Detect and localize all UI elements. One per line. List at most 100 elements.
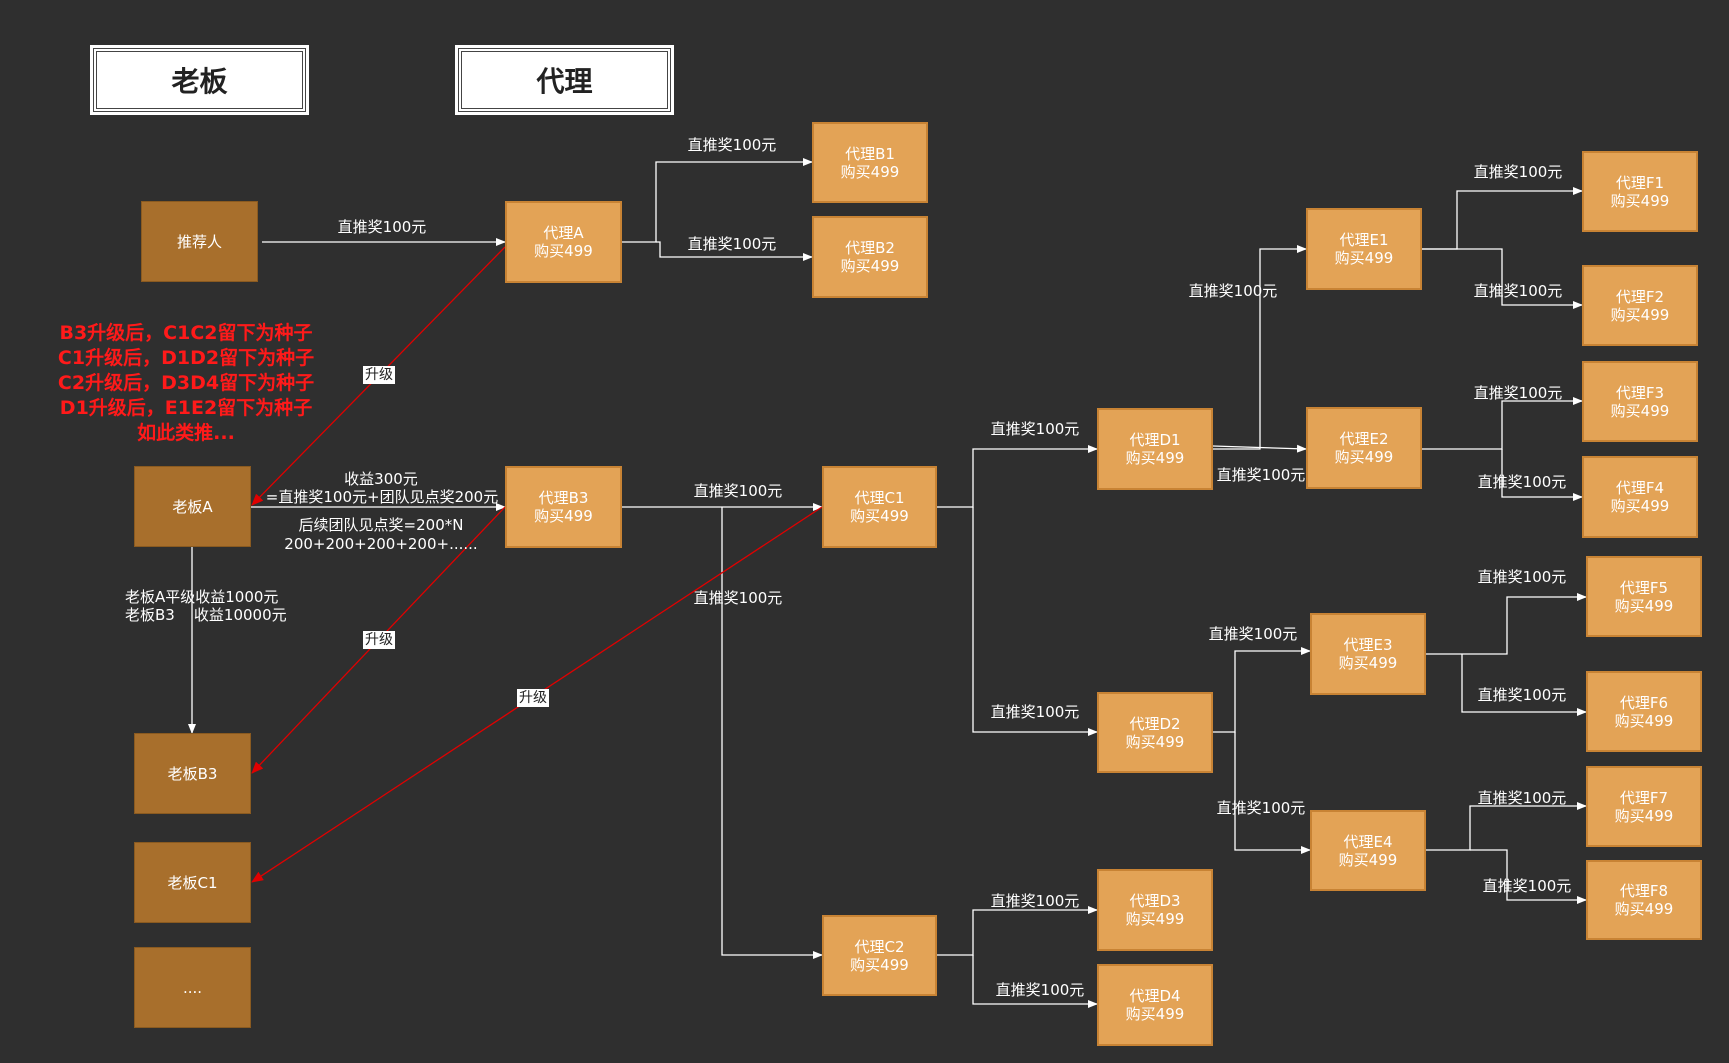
node-agent-b2: 代理B2 购买499 xyxy=(812,216,928,298)
agent-buy: 购买499 xyxy=(850,507,909,525)
agent-buy: 购买499 xyxy=(1610,401,1670,420)
agent-buy: 购买499 xyxy=(1610,191,1670,210)
label-direct-bonus: 直推奖100元 xyxy=(990,420,1080,438)
node-boss-c1: 老板C1 xyxy=(134,842,251,923)
label-income-line2: =直推奖100元+团队见点奖200元 xyxy=(265,488,499,506)
node-agent-f8: 代理F8 购买499 xyxy=(1586,860,1702,940)
agent-buy: 购买499 xyxy=(840,257,900,275)
agent-name: 代理D2 xyxy=(1129,714,1181,733)
agent-buy: 购买499 xyxy=(1614,711,1674,730)
label-team-line2: 200+200+200+200+...... xyxy=(284,535,478,553)
edge-e2-f4 xyxy=(1501,449,1583,501)
label-direct-bonus: 直推奖100元 xyxy=(1477,789,1567,807)
node-agent-e4: 代理E4 购买499 xyxy=(1310,810,1426,891)
note-upgrade-rules: B3升级后，C1C2留下为种子 C1升级后，D1D2留下为种子 C2升级后，D3… xyxy=(58,321,314,446)
label-direct-bonus: 直推奖100元 xyxy=(1477,473,1567,491)
node-agent-f6: 代理F6 购买499 xyxy=(1586,671,1702,752)
agent-name: 代理B2 xyxy=(845,239,895,257)
label-direct-bonus: 直推奖100元 xyxy=(693,482,783,500)
edge-a-b1 xyxy=(622,158,813,243)
edge-c1-d2 xyxy=(972,507,1098,736)
label-direct-bonus: 直推奖100元 xyxy=(1473,163,1563,181)
label-direct-bonus: 直推奖100元 xyxy=(693,589,783,607)
agent-name: 代理F8 xyxy=(1619,882,1669,900)
label-boss-income-line1: 老板A平级收益1000元 xyxy=(125,588,279,606)
agent-name: 代理F5 xyxy=(1619,578,1669,597)
label-direct-bonus: 直推奖100元 xyxy=(687,235,777,253)
node-agent-e2: 代理E2 购买499 xyxy=(1306,407,1422,489)
note-line: C2升级后，D3D4留下为种子 xyxy=(57,372,315,394)
agent-name: 代理F7 xyxy=(1619,788,1669,807)
label-direct-bonus: 直推奖100元 xyxy=(337,218,427,236)
node-boss-a: 老板A xyxy=(134,466,251,547)
agent-name: 代理C1 xyxy=(854,489,905,507)
tag-upgrade: 升级 xyxy=(363,631,395,649)
note-line: 如此类推... xyxy=(137,422,235,444)
label-direct-bonus: 直推奖100元 xyxy=(1473,282,1563,300)
node-agent-d2: 代理D2 购买499 xyxy=(1097,692,1213,773)
agent-buy: 购买499 xyxy=(1610,497,1670,515)
label-direct-bonus: 直推奖100元 xyxy=(1482,877,1572,895)
node-agent-d1: 代理D1 购买499 xyxy=(1097,408,1213,490)
node-agent-e1: 代理E1 购买499 xyxy=(1306,208,1422,290)
agent-name: 代理F4 xyxy=(1615,479,1665,497)
header-agent: 代理 xyxy=(455,45,674,115)
agent-buy: 购买499 xyxy=(1614,596,1674,615)
tag-upgrade: 升级 xyxy=(517,689,549,707)
agent-name: 代理D4 xyxy=(1129,987,1181,1005)
edge-e1-f2 xyxy=(1422,248,1583,309)
edge-c1-d1 xyxy=(937,445,1098,508)
label-direct-bonus: 直推奖100元 xyxy=(1216,799,1306,817)
agent-name: 代理B1 xyxy=(845,144,895,163)
agent-buy: 购买499 xyxy=(1125,732,1185,751)
agent-buy: 购买499 xyxy=(1610,305,1670,324)
agent-name: 代理D1 xyxy=(1129,431,1181,449)
agent-name: 代理B3 xyxy=(538,489,589,507)
edge-d2-e3 xyxy=(1213,647,1311,733)
label-direct-bonus: 直推奖100元 xyxy=(990,703,1080,721)
node-agent-e3: 代理E3 购买499 xyxy=(1310,613,1426,695)
node-boss-more: .... xyxy=(134,947,251,1028)
edge-d2-e4 xyxy=(1234,732,1311,854)
node-agent-c1: 代理C1 购买499 xyxy=(822,466,937,548)
agent-name: 代理D3 xyxy=(1129,892,1181,910)
edge-c2-d3 xyxy=(937,906,1098,956)
agent-buy: 购买499 xyxy=(534,242,593,260)
agent-name: 代理F1 xyxy=(1615,173,1665,192)
agent-name: 代理E2 xyxy=(1339,430,1389,448)
edge-c2-d4 xyxy=(972,955,1098,1008)
agent-buy: 购买499 xyxy=(1338,850,1398,869)
edge-e3-f6 xyxy=(1461,654,1587,716)
agent-name: 代理E3 xyxy=(1343,636,1393,654)
node-agent-f7: 代理F7 购买499 xyxy=(1586,766,1702,847)
edge-a-b2 xyxy=(656,241,813,261)
note-line: D1升级后，E1E2留下为种子 xyxy=(59,397,313,419)
node-agent-f4: 代理F4 购买499 xyxy=(1582,456,1698,538)
header-boss: 老板 xyxy=(90,45,309,115)
label-direct-bonus: 直推奖100元 xyxy=(1477,686,1567,704)
edge-e2-f3 xyxy=(1422,397,1583,450)
node-agent-f2: 代理F2 购买499 xyxy=(1582,265,1698,346)
label-boss-income-line2: 老板B3 收益10000元 xyxy=(125,606,287,624)
agent-name: 代理F3 xyxy=(1615,383,1665,402)
label-direct-bonus: 直推奖100元 xyxy=(1208,625,1298,643)
agent-buy: 购买499 xyxy=(1125,449,1185,467)
node-agent-d4: 代理D4 购买499 xyxy=(1097,964,1213,1046)
label-income-line1: 收益300元 xyxy=(344,470,418,488)
edge-e3-f5 xyxy=(1426,593,1587,655)
agent-name: 代理C2 xyxy=(854,937,905,956)
label-direct-bonus: 直推奖100元 xyxy=(1188,282,1278,300)
label-direct-bonus: 直推奖100元 xyxy=(1473,384,1563,402)
node-referrer: 推荐人 xyxy=(141,201,258,282)
node-agent-b1: 代理B1 购买499 xyxy=(812,122,928,203)
agent-name: 代理E1 xyxy=(1339,231,1389,249)
agent-buy: 购买499 xyxy=(850,955,909,974)
agent-name: 代理F6 xyxy=(1619,693,1669,712)
note-line: B3升级后，C1C2留下为种子 xyxy=(59,322,313,344)
label-direct-bonus: 直推奖100元 xyxy=(995,981,1085,999)
note-line: C1升级后，D1D2留下为种子 xyxy=(57,347,315,369)
agent-buy: 购买499 xyxy=(534,507,593,525)
node-agent-d3: 代理D3 购买499 xyxy=(1097,869,1213,951)
node-agent-f5: 代理F5 购买499 xyxy=(1586,556,1702,637)
agent-buy: 购买499 xyxy=(1614,806,1674,825)
